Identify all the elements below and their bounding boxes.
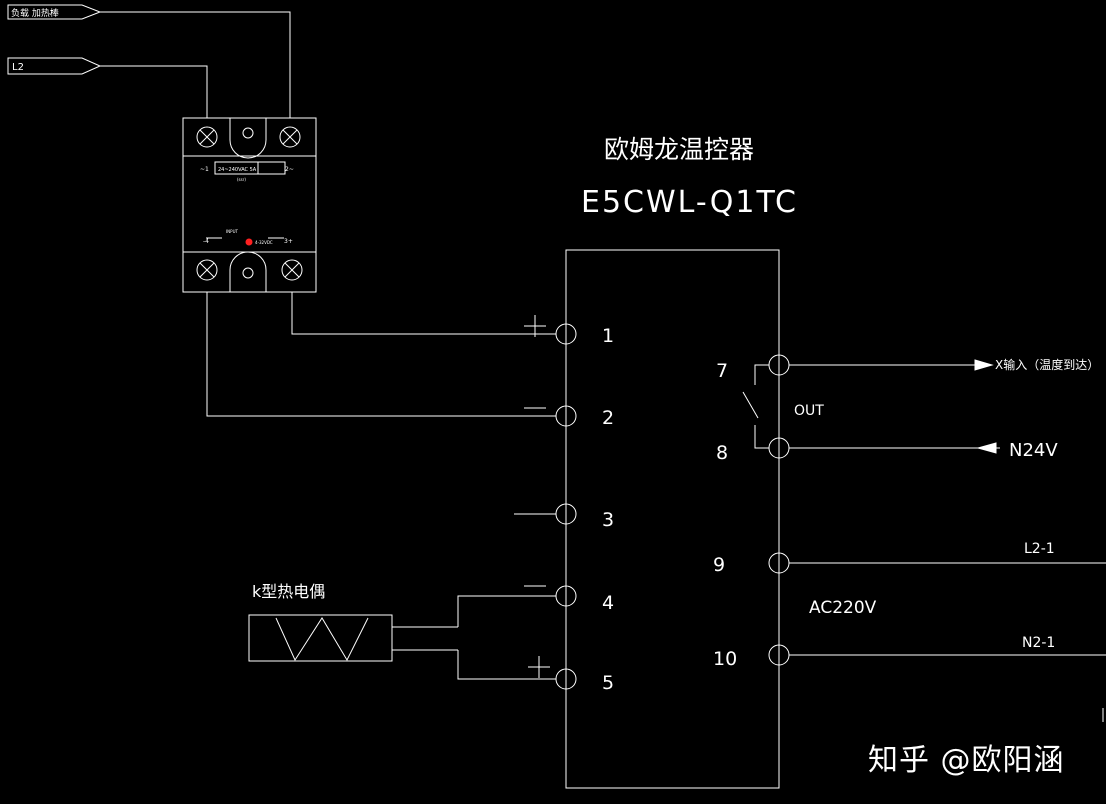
ssr-screw-icon	[196, 259, 218, 281]
load-wire	[100, 11, 291, 118]
thermocouple-label: k型热电偶	[252, 582, 325, 601]
l2-1-label: L2-1	[1024, 541, 1055, 557]
ssr-bot-minus: -4	[203, 238, 209, 245]
n2-1-label: N2-1	[1022, 635, 1055, 651]
terminal-8-label: 8	[716, 442, 728, 464]
terminal-1-label: 1	[602, 325, 614, 347]
n24v-arrow-icon	[976, 442, 997, 454]
l2-input-label: L2	[12, 62, 24, 73]
l2-input-flag	[7, 57, 102, 75]
terminal-1	[555, 323, 577, 345]
ssr-bot-dc: 4-32VDC	[255, 240, 273, 245]
ssr-plus-wire	[291, 292, 556, 335]
terminal-2-label: 2	[602, 407, 614, 429]
ssr-screw-icon	[279, 126, 301, 148]
terminal-3-label: 3	[602, 509, 614, 531]
out-label: OUT	[794, 403, 824, 419]
terminal-2	[555, 405, 577, 427]
x-input-arrow-icon	[974, 359, 994, 371]
controller-title: 欧姆龙温控器	[604, 135, 754, 164]
load-input-label: 负载 加热棒	[11, 7, 59, 19]
ssr-screw-icon	[196, 126, 218, 148]
controller-body	[565, 249, 780, 789]
terminal-7-label: 7	[716, 360, 728, 382]
thermocouple-icon	[248, 595, 556, 680]
controller-model: E5CWL-Q1TC	[581, 185, 798, 220]
watermark: 知乎 @欧阳涵	[868, 743, 1065, 778]
ssr-minus-wire	[206, 292, 556, 417]
terminal-5-label: 5	[602, 672, 614, 694]
ssr-screw-icon	[281, 259, 303, 281]
terminal-4-label: 4	[602, 592, 614, 614]
ssr-top-plus: 2~	[285, 166, 294, 173]
ssr-bot-plus: 3+	[284, 238, 293, 245]
ssr-top-small: (ssr)	[237, 177, 246, 182]
terminal-10-label: 10	[713, 648, 737, 670]
terminal-9-label: 9	[713, 554, 725, 576]
relay-contact-icon	[742, 364, 769, 449]
load-input-flag	[7, 4, 102, 20]
ssr-top-rating: 24~240VAC 5A	[218, 167, 257, 173]
l2-wire	[100, 65, 208, 118]
ac220v-label: AC220V	[809, 598, 877, 618]
ssr-indicator-icon	[245, 238, 253, 246]
n24v-label: N24V	[1009, 440, 1058, 461]
ssr-top-minus: ~1	[200, 166, 209, 173]
solid-state-relay	[182, 117, 317, 293]
ssr-bot-input: INPUT	[226, 229, 239, 234]
x-input-label: X输入（温度到达）	[995, 357, 1099, 372]
